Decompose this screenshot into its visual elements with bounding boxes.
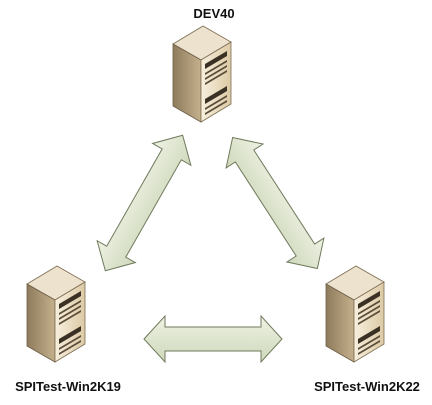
double-arrow-top-right bbox=[225, 136, 325, 270]
server-label-win2k22: SPITest-Win2K22 bbox=[314, 379, 420, 394]
double-arrow-bottom bbox=[143, 314, 283, 364]
server-label-win2k19: SPITest-Win2K19 bbox=[15, 379, 121, 394]
server-label-dev40: DEV40 bbox=[193, 6, 235, 21]
double-arrow-top-left bbox=[96, 134, 192, 272]
server-tower-icon bbox=[325, 265, 385, 363]
server-tower-icon bbox=[172, 25, 232, 123]
server-tower-icon bbox=[26, 265, 86, 363]
